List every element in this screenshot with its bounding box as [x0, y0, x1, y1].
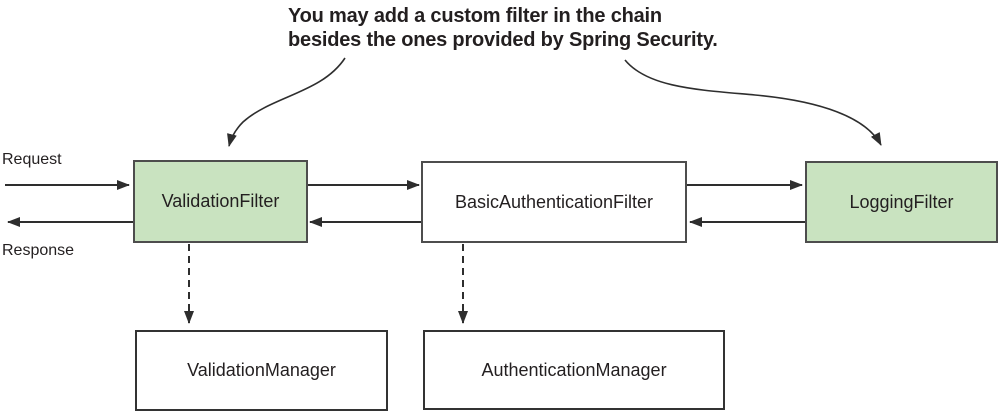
node-validation-manager-label: ValidationManager	[187, 360, 336, 380]
node-basic-authentication-filter-label: BasicAuthenticationFilter	[454, 191, 654, 212]
caption-line-2: besides the ones provided by Spring Secu…	[288, 29, 718, 51]
node-authentication-manager-label: AuthenticationManager	[481, 359, 667, 380]
node-logging-filter-label: LoggingFilter	[849, 191, 954, 212]
caption-to-loggingfilter-curved-arrow	[624, 59, 882, 146]
caption-to-validationfilter-curved-arrow	[227, 57, 346, 147]
node-validation-filter-label: ValidationFilter	[161, 191, 280, 211]
node-authentication-manager: AuthenticationManager	[423, 330, 725, 410]
caption: You may add a custom filter in the chain…	[288, 4, 718, 52]
node-validation-manager: ValidationManager	[135, 330, 388, 411]
node-basic-authentication-filter: BasicAuthenticationFilter	[421, 161, 687, 243]
caption-line-1: You may add a custom filter in the chain	[288, 5, 662, 27]
request-label: Request	[2, 151, 62, 168]
response-label: Response	[2, 242, 75, 259]
node-logging-filter: LoggingFilter	[805, 161, 998, 243]
node-validation-filter: ValidationFilter	[133, 160, 308, 243]
